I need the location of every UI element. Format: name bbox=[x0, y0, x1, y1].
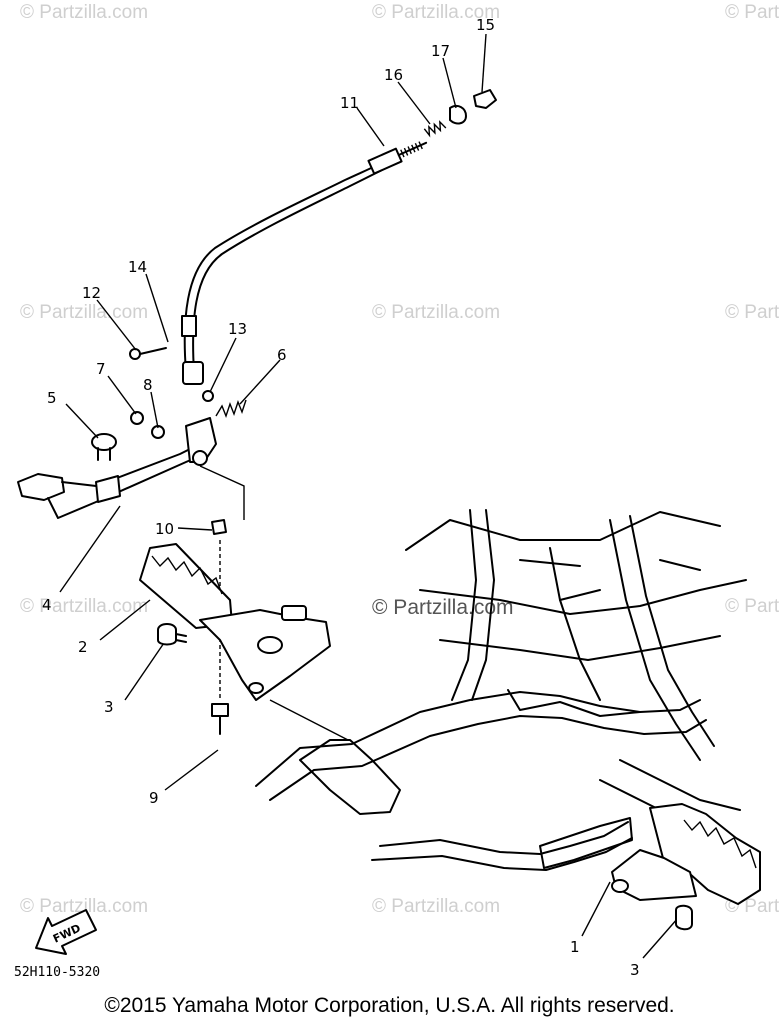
brake-pedal bbox=[17, 347, 247, 519]
callout-16: 16 bbox=[384, 66, 403, 84]
callout-15: 15 bbox=[476, 16, 495, 34]
pedal-pivot-bracket bbox=[185, 417, 217, 463]
watermark: © Partzilla.com bbox=[20, 596, 148, 617]
callout-8: 8 bbox=[143, 376, 153, 394]
watermark: © Partzilla.com bbox=[372, 896, 500, 917]
washer-13 bbox=[202, 390, 214, 402]
watermark-layer: © Partzilla.com © Partzilla.com © Partzi… bbox=[20, 2, 779, 917]
callout-10: 10 bbox=[155, 520, 174, 538]
callout-13: 13 bbox=[228, 320, 247, 338]
cable-end-17 bbox=[449, 105, 467, 125]
cotter-pin-14 bbox=[139, 347, 167, 355]
callout-3: 3 bbox=[630, 961, 640, 979]
brake-cable bbox=[181, 89, 497, 385]
bracket-boss bbox=[281, 605, 307, 621]
washer-7 bbox=[130, 411, 144, 425]
pivot-bushing bbox=[192, 450, 208, 466]
watermark: © Partzilla.com bbox=[725, 596, 779, 617]
callout-9: 9 bbox=[149, 789, 159, 807]
bracket-hole bbox=[248, 682, 264, 694]
pin-12 bbox=[129, 348, 141, 360]
footrest-peg bbox=[139, 543, 233, 629]
callout-7: 7 bbox=[96, 360, 106, 378]
callout-6: 6 bbox=[277, 346, 287, 364]
callout-3: 3 bbox=[104, 698, 114, 716]
leader-lines bbox=[59, 33, 679, 959]
cable-fitting-upper bbox=[367, 147, 403, 175]
adjuster-15 bbox=[473, 89, 497, 109]
bolt-9-head bbox=[211, 703, 229, 717]
atv-frame bbox=[255, 509, 747, 871]
bolt-3-left bbox=[157, 623, 177, 646]
callout-5: 5 bbox=[47, 389, 57, 407]
callout-4: 4 bbox=[42, 596, 52, 614]
watermark: © Partzilla.com bbox=[20, 896, 148, 917]
callout-1: 1 bbox=[570, 938, 580, 956]
footrest-left bbox=[139, 519, 331, 735]
callouts: 1 2 3 3 4 5 6 7 8 9 10 11 12 13 14 15 16… bbox=[42, 16, 640, 979]
watermark-main: © Partzilla.com bbox=[372, 596, 514, 619]
pedal-pad bbox=[17, 473, 65, 501]
bracket-hole bbox=[611, 879, 629, 893]
watermark: © Partzilla.com bbox=[725, 2, 779, 23]
cable-fitting-lower bbox=[181, 315, 197, 337]
bracket-hole bbox=[257, 636, 283, 654]
callout-12: 12 bbox=[82, 284, 101, 302]
pedal-boss bbox=[95, 475, 121, 503]
callout-11: 11 bbox=[340, 94, 359, 112]
bolt-3-right bbox=[675, 904, 693, 931]
cable-clevis bbox=[182, 361, 204, 385]
callout-17: 17 bbox=[431, 42, 450, 60]
watermark: © Partzilla.com bbox=[372, 302, 500, 323]
spring-6 bbox=[215, 399, 247, 419]
spring-16 bbox=[423, 120, 447, 138]
diagram-code: 52H110-5320 bbox=[14, 965, 100, 980]
watermark: © Partzilla.com bbox=[20, 2, 148, 23]
footrest-bracket bbox=[199, 609, 331, 701]
watermark: © Partzilla.com bbox=[20, 302, 148, 323]
callout-14: 14 bbox=[128, 258, 147, 276]
watermark: © Partzilla.com bbox=[372, 2, 500, 23]
footrest-right bbox=[611, 803, 761, 931]
watermark: © Partzilla.com bbox=[725, 302, 779, 323]
callout-2: 2 bbox=[78, 638, 88, 656]
copyright-notice: ©2015 Yamaha Motor Corporation, U.S.A. A… bbox=[104, 994, 675, 1017]
fwd-arrow: FWD bbox=[35, 909, 97, 955]
nut-10 bbox=[211, 519, 227, 535]
